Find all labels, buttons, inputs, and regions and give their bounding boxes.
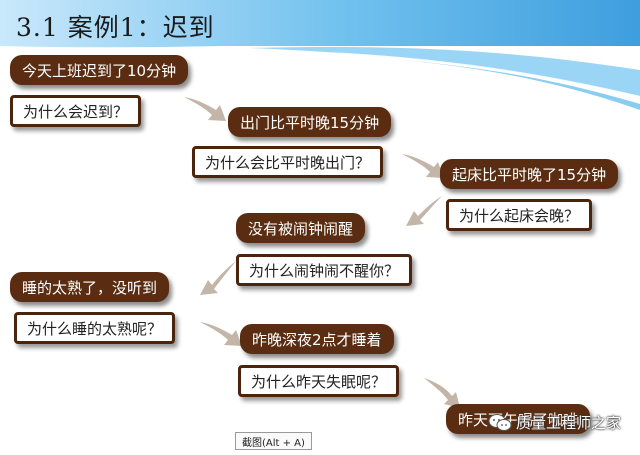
step-question-why-no-alarm: 为什么闹钟闹不醒你？ xyxy=(236,254,413,286)
step-statement-woke-late: 起床比平时晚了15分钟 xyxy=(440,159,619,189)
watermark: 质量工程师之家 xyxy=(488,412,621,433)
arrow-down-right-2 xyxy=(402,154,444,178)
step-statement-slept-2am: 昨晚深夜2点才睡着 xyxy=(240,324,394,354)
step-question-why-left-late: 为什么会比平时晚出门？ xyxy=(192,146,384,178)
step-statement-late: 今天上班迟到了10分钟 xyxy=(10,55,189,85)
page-title: 3.1 案例1：迟到 xyxy=(16,13,215,42)
step-statement-left-late: 出门比平时晚15分钟 xyxy=(228,107,392,137)
step-statement-no-alarm: 没有被闹钟闹醒 xyxy=(236,213,366,243)
step-question-why-late: 为什么会迟到？ xyxy=(10,95,142,127)
screenshot-tooltip: 截图(Alt + A) xyxy=(235,432,312,450)
step-question-why-insomnia: 为什么昨天失眠呢？ xyxy=(238,365,400,397)
wechat-icon xyxy=(488,413,512,431)
watermark-text: 质量工程师之家 xyxy=(516,414,622,432)
step-question-why-woke-late: 为什么起床会晚？ xyxy=(446,199,593,231)
header-wave-banner xyxy=(0,0,640,110)
arrow-down-right-3 xyxy=(200,322,242,346)
step-statement-coffee: 昨天下午喝了咖啡 xyxy=(446,404,591,434)
arrow-down-left-1 xyxy=(406,196,442,226)
arrow-down-left-2 xyxy=(200,261,236,295)
step-statement-slept-deep: 睡的太熟了，没听到 xyxy=(10,272,170,302)
step-question-why-slept-deep: 为什么睡的太熟呢？ xyxy=(14,312,176,344)
arrow-down-right-4 xyxy=(424,378,460,408)
arrow-down-right-1 xyxy=(184,97,226,121)
